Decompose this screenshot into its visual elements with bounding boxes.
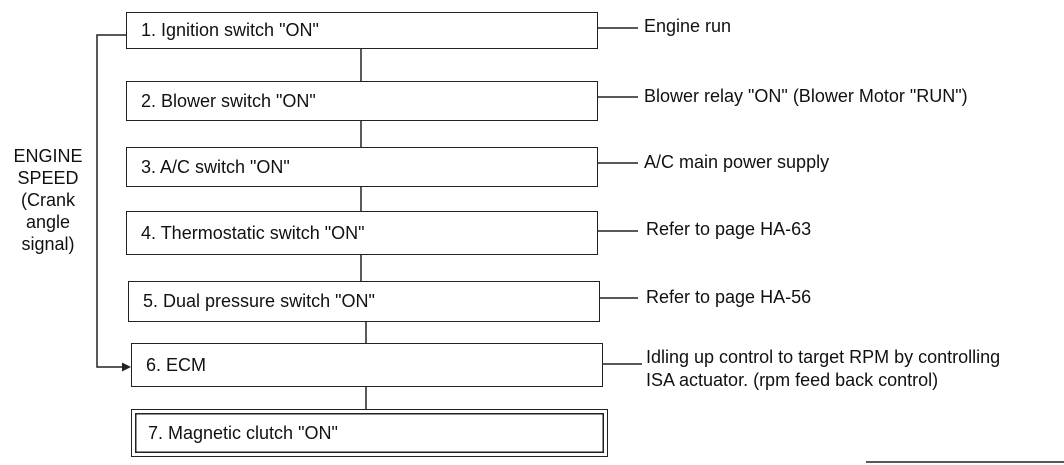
note-thermostatic-ref: Refer to page HA-63 (646, 219, 812, 239)
step-label: 1. Ignition switch "ON" (141, 20, 319, 40)
note-blower-relay: Blower relay "ON" (Blower Motor "RUN") (644, 86, 968, 106)
note-dual-pressure-ref: Refer to page HA-56 (646, 287, 812, 307)
step-label: 4. Thermostatic switch "ON" (141, 222, 365, 243)
arrowhead-ecm (122, 362, 131, 372)
step-magnetic-clutch: 7. Magnetic clutch "ON" (131, 409, 608, 457)
step-thermostatic-switch: 4. Thermostatic switch "ON" (126, 211, 598, 255)
step-ignition-switch: 1. Ignition switch "ON" (126, 12, 598, 49)
step-label: 3. A/C switch "ON" (141, 156, 290, 177)
step-ecm: 6. ECM (131, 343, 603, 387)
step-label: 6. ECM (146, 354, 207, 375)
step-label: 5. Dual pressure switch "ON" (143, 291, 375, 311)
step-label: 7. Magnetic clutch "ON" (148, 422, 338, 443)
note-ecm-idle-control: Idling up control to target RPM by contr… (646, 347, 1001, 390)
note-engine-run: Engine run (644, 16, 732, 36)
engine-speed-line (96, 34, 126, 368)
note-ac-power: A/C main power supply (644, 152, 830, 172)
step-label: 2. Blower switch "ON" (141, 90, 316, 111)
engine-speed-label: ENGINE SPEED (Crank angle signal) (13, 146, 83, 254)
step-blower-switch: 2. Blower switch "ON" (126, 81, 598, 121)
step-dual-pressure-switch: 5. Dual pressure switch "ON" (128, 281, 600, 322)
step-ac-switch: 3. A/C switch "ON" (126, 147, 598, 187)
